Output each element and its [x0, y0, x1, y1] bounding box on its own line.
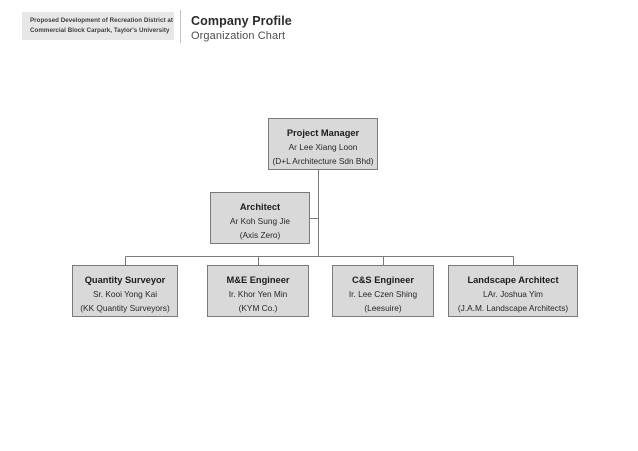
node-person: Sr. Kooi Yong Kai [92, 289, 158, 299]
page-subtitle: Organization Chart [191, 30, 286, 42]
node-role: Quantity Surveyor [84, 275, 166, 285]
node-role: C&S Engineer [352, 275, 414, 285]
node-person: Ir. Lee Czen Shing [348, 289, 418, 299]
node-role: Project Manager [286, 128, 360, 138]
page-title: Company Profile [191, 14, 292, 28]
node-quantity-surveyor[interactable]: Quantity Surveyor Sr. Kooi Yong Kai (KK … [72, 265, 178, 317]
node-me-engineer[interactable]: M&E Engineer Ir. Khor Yen Min (KYM Co.) [207, 265, 309, 317]
header-divider [180, 10, 181, 43]
title-block: Company Profile Organization Chart [191, 13, 292, 44]
node-company: (KYM Co.) [238, 303, 278, 313]
node-landscape-architect[interactable]: Landscape Architect LAr. Joshua Yim (J.A… [448, 265, 578, 317]
page-header: Proposed Development of Recreation Distr… [0, 0, 638, 55]
node-company: (D+L Architecture Sdn Bhd) [272, 156, 374, 166]
node-person: Ar Koh Sung Jie [230, 216, 290, 226]
node-project-manager[interactable]: Project Manager Ar Lee Xiang Loon (D+L A… [268, 118, 378, 170]
node-person: Ar Lee Xiang Loon [288, 142, 358, 152]
node-role: Landscape Architect [467, 275, 559, 285]
node-role: M&E Engineer [226, 275, 290, 285]
node-architect[interactable]: Architect Ar Koh Sung Jie (Axis Zero) [210, 192, 310, 244]
node-person: Ir. Khor Yen Min [228, 289, 288, 299]
node-role: Architect [239, 202, 281, 212]
project-name-line-2: Commercial Block Carpark, Taylor's Unive… [30, 26, 170, 34]
node-company: (Axis Zero) [239, 230, 281, 240]
node-person: LAr. Joshua Yim [483, 289, 543, 299]
node-cs-engineer[interactable]: C&S Engineer Ir. Lee Czen Shing (Leesuir… [332, 265, 434, 317]
project-name-line-1: Proposed Development of Recreation Distr… [30, 17, 173, 24]
node-company: (Leesuire) [364, 303, 402, 313]
node-company: (KK Quantity Surveyors) [80, 303, 170, 313]
project-name-label: Proposed Development of Recreation Distr… [22, 12, 174, 40]
node-company: (J.A.M. Landscape Architects) [457, 303, 569, 313]
